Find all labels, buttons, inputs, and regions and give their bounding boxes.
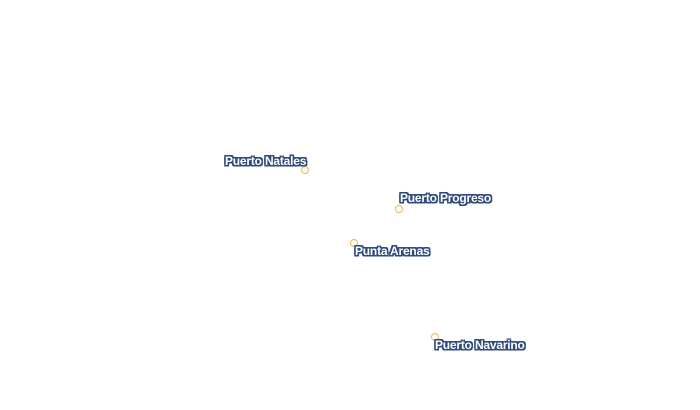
city-label-punta-arenas: Punta Arenas [355, 244, 430, 258]
city-label-puerto-navarino: Puerto Navarino [435, 338, 525, 352]
city-label-puerto-progreso: Puerto Progreso [400, 191, 492, 205]
city-marker-puerto-progreso[interactable] [395, 205, 403, 213]
city-marker-punta-arenas[interactable] [350, 239, 358, 247]
city-label-puerto-natales: Puerto Natales [225, 154, 307, 168]
city-marker-puerto-navarino[interactable] [431, 333, 439, 341]
city-marker-puerto-natales[interactable] [301, 166, 309, 174]
